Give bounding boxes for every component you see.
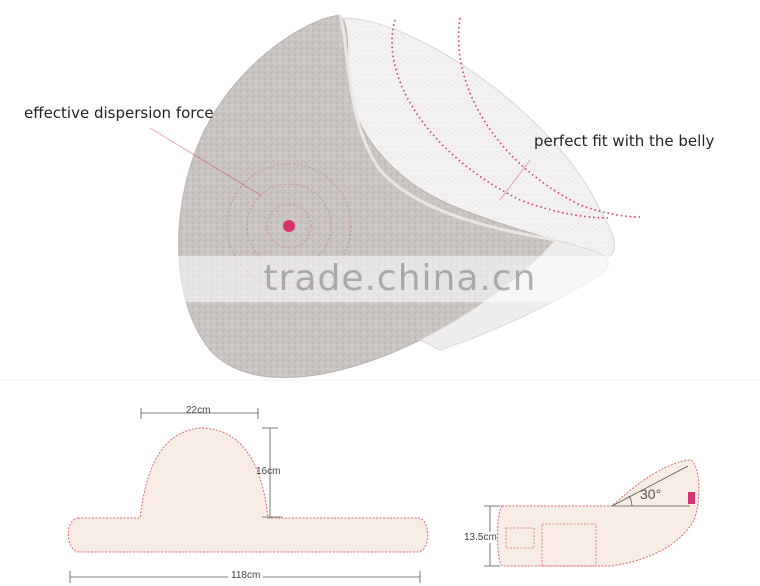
watermark-text: trade.china.cn bbox=[170, 256, 630, 302]
front-view-outline bbox=[67, 427, 429, 553]
foam-seam bbox=[338, 14, 556, 242]
belly-curve-2 bbox=[457, 17, 641, 218]
dim-label-length: 118cm bbox=[228, 570, 264, 581]
side-view-tag bbox=[688, 492, 695, 504]
label-belly-fit: perfect fit with the belly bbox=[534, 132, 715, 150]
side-view-slot bbox=[505, 527, 535, 549]
angle-label: 30° bbox=[640, 486, 662, 502]
dim-label-height-bump: 16cm bbox=[256, 466, 281, 477]
side-view-pocket bbox=[541, 523, 597, 567]
label-dispersion-force: effective dispersion force bbox=[24, 104, 214, 122]
dispersion-callout-line bbox=[149, 127, 263, 197]
dim-label-width-top: 22cm bbox=[186, 405, 211, 416]
pressure-point-icon bbox=[283, 220, 295, 232]
belly-curve-1 bbox=[391, 19, 611, 219]
angle-slope-line bbox=[611, 465, 689, 507]
angle-arc bbox=[628, 495, 633, 507]
fit-callout-line bbox=[499, 159, 531, 201]
dim-label-height-side: 13.5cm bbox=[464, 532, 497, 543]
